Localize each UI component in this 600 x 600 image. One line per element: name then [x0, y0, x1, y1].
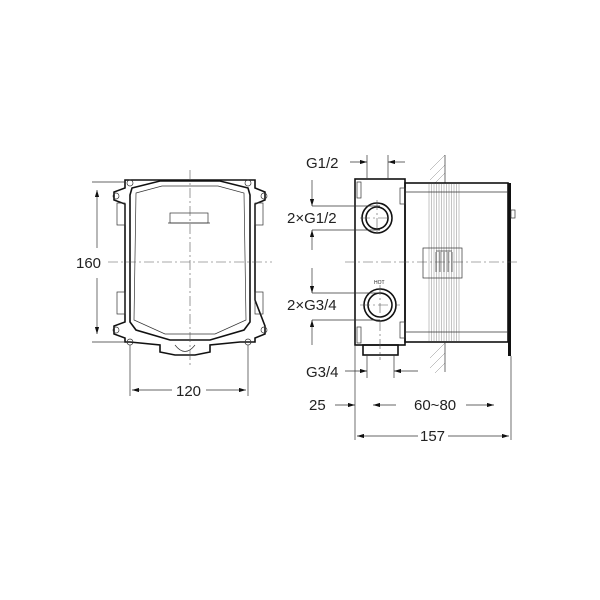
hot-marking: HOT — [374, 280, 385, 286]
lower-ports-label: 2×G3/4 — [287, 297, 337, 314]
upper-ports-label: 2×G1/2 — [287, 210, 337, 227]
side-view: HOT G1/2 2×G1/2 2×G3/4 G3/4 25 60~80 157 — [287, 154, 520, 445]
width-dimension: 120 — [176, 383, 201, 400]
top-port-label: G1/2 — [306, 155, 339, 172]
height-dimension: 160 — [76, 255, 101, 272]
total-depth-label: 157 — [420, 428, 445, 445]
front-offset-label: 25 — [309, 397, 326, 414]
wall-depth-label: 60~80 — [414, 397, 456, 414]
bottom-port-label: G3/4 — [306, 364, 339, 381]
front-view: 160 120 — [76, 170, 272, 400]
